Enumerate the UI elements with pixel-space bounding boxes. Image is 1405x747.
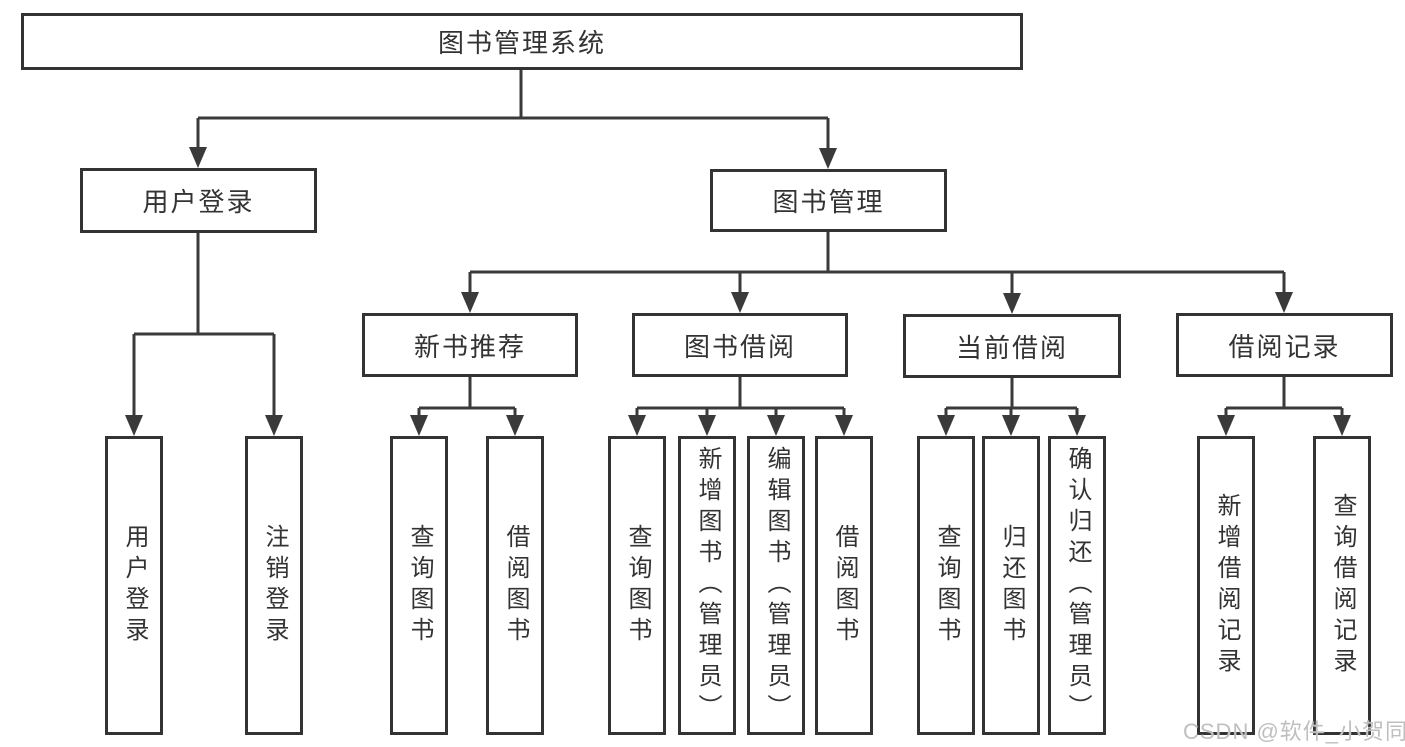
connector-borrow-records-children bbox=[1217, 377, 1351, 436]
leaf-logout-label: 注销登录 bbox=[261, 523, 288, 648]
leaf-return-books: 归还图书 bbox=[982, 436, 1040, 735]
node-library-management-system: 图书管理系统 bbox=[21, 13, 1023, 70]
connector-root-to-level1 bbox=[189, 70, 837, 169]
node-book-borrow: 图书借阅 bbox=[632, 313, 848, 377]
leaf-return-books-label: 归还图书 bbox=[998, 523, 1025, 648]
leaf-query-borrow-record: 查询借阅记录 bbox=[1313, 436, 1371, 735]
leaf-logout: 注销登录 bbox=[245, 436, 303, 735]
leaf-query-books-borrow-label: 查询图书 bbox=[624, 523, 651, 648]
leaf-add-borrow-record: 新增借阅记录 bbox=[1197, 436, 1255, 735]
leaf-query-books-recommend: 查询图书 bbox=[390, 436, 448, 735]
leaf-add-books-admin-label: 新增图书（管理员） bbox=[694, 446, 721, 725]
node-new-book-recommend: 新书推荐 bbox=[362, 313, 578, 377]
node-borrow-records: 借阅记录 bbox=[1176, 313, 1393, 377]
connector-user-login-children bbox=[125, 233, 283, 436]
leaf-query-books-recommend-label: 查询图书 bbox=[406, 523, 433, 648]
connector-book-borrow-children bbox=[628, 377, 853, 436]
node-current-borrow: 当前借阅 bbox=[903, 314, 1121, 378]
leaf-add-books-admin: 新增图书（管理员） bbox=[678, 436, 736, 735]
leaf-query-borrow-record-label: 查询借阅记录 bbox=[1329, 492, 1356, 679]
leaf-user-login: 用户登录 bbox=[105, 436, 163, 735]
leaf-add-borrow-record-label: 新增借阅记录 bbox=[1213, 492, 1240, 679]
leaf-query-books-borrow: 查询图书 bbox=[608, 436, 666, 735]
node-user-login: 用户登录 bbox=[80, 168, 317, 233]
leaf-edit-books-admin-label: 编辑图书（管理员） bbox=[763, 446, 790, 725]
csdn-watermark: CSDN @软件_小贺同学 bbox=[1183, 719, 1405, 744]
leaf-edit-books-admin: 编辑图书（管理员） bbox=[747, 436, 805, 735]
leaf-confirm-return-admin-label: 确认归还（管理员） bbox=[1064, 446, 1091, 725]
leaf-borrow-books-recommend: 借阅图书 bbox=[486, 436, 544, 735]
leaf-user-login-label: 用户登录 bbox=[121, 523, 148, 648]
connector-book-management-children bbox=[461, 232, 1293, 314]
connector-current-borrow-children bbox=[937, 378, 1086, 436]
node-book-management: 图书管理 bbox=[710, 169, 947, 232]
leaf-borrow-books-label: 借阅图书 bbox=[831, 523, 858, 648]
connector-new-book-children bbox=[410, 377, 524, 436]
leaf-borrow-books-recommend-label: 借阅图书 bbox=[502, 523, 529, 648]
leaf-borrow-books: 借阅图书 bbox=[815, 436, 873, 735]
leaf-query-books-current-label: 查询图书 bbox=[933, 523, 960, 648]
leaf-query-books-current: 查询图书 bbox=[917, 436, 975, 735]
leaf-confirm-return-admin: 确认归还（管理员） bbox=[1048, 436, 1106, 735]
